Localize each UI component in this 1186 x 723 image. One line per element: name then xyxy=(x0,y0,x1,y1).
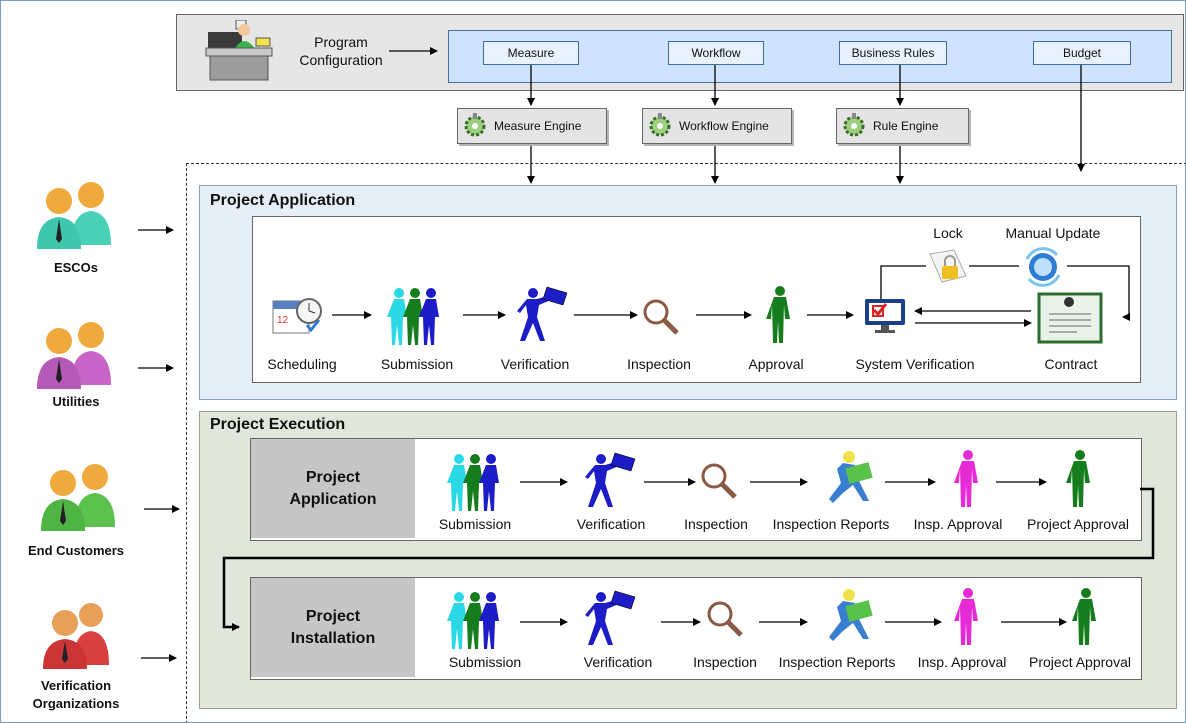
approval-figure-icon xyxy=(766,286,790,343)
gear-icon xyxy=(649,113,671,137)
gear-icon xyxy=(843,113,865,137)
execution-row-2-title: Project Installation xyxy=(251,578,415,677)
budget-config-box: Budget xyxy=(1033,41,1131,65)
ex2-step-verification: Verification xyxy=(583,654,653,670)
rule-engine-label: Rule Engine xyxy=(873,119,939,133)
ex2-step-inspection-reports: Inspection Reports xyxy=(778,654,896,670)
submission-group-icon xyxy=(447,592,499,649)
program-configuration-label: Program Configuration xyxy=(299,34,383,68)
project-application-title: Project Application xyxy=(210,192,356,209)
utilities-group-icon xyxy=(37,322,111,389)
measure-config-box: Measure xyxy=(483,41,579,65)
escos-label: ESCOs xyxy=(53,260,99,275)
ex2-step-inspection: Inspection xyxy=(693,654,757,670)
inspection-approval-figure-icon xyxy=(954,450,978,507)
execution-row-1-title: Project Application xyxy=(251,439,415,538)
verification-organizations-group-icon xyxy=(43,603,109,669)
ex1-step-inspection-reports: Inspection Reports xyxy=(772,516,890,532)
magnifier-icon xyxy=(701,463,737,499)
workflow-config-box: Workflow xyxy=(668,41,764,65)
manual-update-icon xyxy=(1025,247,1061,287)
inspection-approval-figure-icon xyxy=(954,588,978,645)
verification-organizations-label: Verification Organizations xyxy=(32,678,120,711)
inspection-reports-courier-icon xyxy=(829,451,873,503)
business-rules-config-box: Business Rules xyxy=(839,41,947,65)
magnifier-icon xyxy=(707,601,743,637)
workflow-engine-label: Workflow Engine xyxy=(679,119,769,133)
measure-engine: Measure Engine xyxy=(457,108,607,144)
rule-engine: Rule Engine xyxy=(836,108,969,144)
ex2-step-submission: Submission xyxy=(448,654,522,670)
ex1-step-inspection: Inspection xyxy=(684,516,748,532)
end-customers-label: End Customers xyxy=(27,543,125,558)
pa-step-verification: Verification xyxy=(500,356,570,372)
gear-icon xyxy=(464,113,486,137)
magnifier-icon xyxy=(643,299,679,335)
project-approval-figure-icon xyxy=(1072,588,1096,645)
pa-step-inspection: Inspection xyxy=(627,356,691,372)
verification-figure-icon xyxy=(585,590,636,645)
pa-step-submission: Submission xyxy=(380,356,454,372)
verification-figure-icon xyxy=(517,286,568,341)
escos-group-icon xyxy=(37,182,111,249)
inspection-reports-courier-icon xyxy=(829,589,873,641)
verification-figure-icon xyxy=(585,452,636,507)
project-execution-title: Project Execution xyxy=(210,416,346,433)
svg-text:12: 12 xyxy=(277,315,289,326)
lock-icon xyxy=(929,249,967,283)
operator-at-desk-icon xyxy=(205,20,273,81)
utilities-label: Utilities xyxy=(52,394,100,409)
submission-group-icon xyxy=(387,288,439,345)
monitor-check-icon xyxy=(865,299,905,333)
pa-step-scheduling: Scheduling xyxy=(267,356,337,372)
project-application-inner xyxy=(252,216,1141,383)
contract-document-icon xyxy=(1037,292,1103,344)
measure-engine-label: Measure Engine xyxy=(494,119,582,133)
pa-step-contract: Contract xyxy=(1044,356,1098,372)
ex2-step-insp-approval: Insp. Approval xyxy=(917,654,1007,670)
project-approval-figure-icon xyxy=(1066,450,1090,507)
lock-label: Lock xyxy=(933,225,963,241)
ex1-step-submission: Submission xyxy=(438,516,512,532)
manual-update-label: Manual Update xyxy=(1005,225,1101,241)
ex2-step-project-approval: Project Approval xyxy=(1029,654,1131,670)
workflow-engine: Workflow Engine xyxy=(642,108,792,144)
submission-group-icon xyxy=(447,454,499,511)
calendar-clock-icon: 12 xyxy=(272,298,322,334)
ex1-step-insp-approval: Insp. Approval xyxy=(913,516,1003,532)
ex1-step-project-approval: Project Approval xyxy=(1027,516,1129,532)
pa-step-system-verification: System Verification xyxy=(855,356,975,372)
main-dashed-region xyxy=(186,163,1185,722)
ex1-step-verification: Verification xyxy=(576,516,646,532)
pa-step-approval: Approval xyxy=(748,356,804,372)
end-customers-group-icon xyxy=(41,464,115,531)
